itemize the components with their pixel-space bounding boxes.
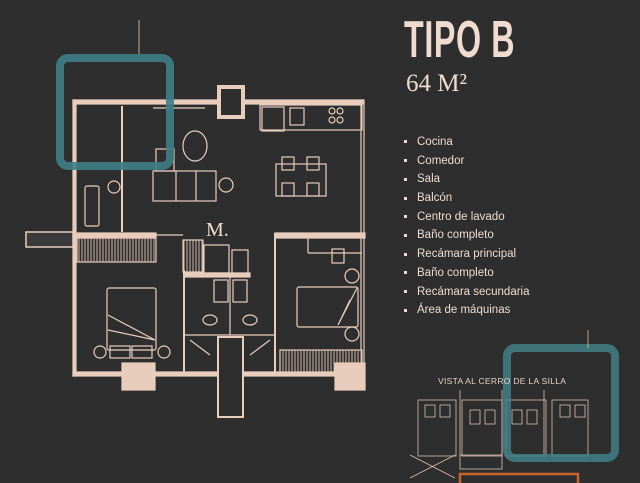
chair: [306, 182, 320, 197]
highlighted-block: [458, 472, 580, 483]
burner: [336, 107, 344, 115]
burner: [328, 116, 336, 124]
nightstand: [344, 326, 360, 342]
burner: [336, 116, 344, 124]
location-plan: [409, 390, 589, 483]
bullet-icon: [404, 215, 407, 219]
nightstand: [157, 345, 171, 359]
unit-area: 64 M²: [406, 70, 467, 97]
balcony-slab: [25, 231, 74, 248]
bed-secondary: [296, 286, 359, 328]
laundry-unit: [84, 185, 100, 227]
bed-sheet: [107, 314, 156, 341]
column: [217, 85, 245, 119]
unit-block: [505, 399, 547, 457]
column: [334, 362, 366, 391]
chair: [306, 156, 320, 171]
sink-right: [232, 279, 248, 303]
bullet-icon: [404, 140, 407, 144]
chair: [281, 182, 295, 197]
feature-item: Recámara secundaria: [404, 283, 530, 302]
round-table: [182, 130, 208, 162]
unit-type-title: TIPO B: [404, 11, 516, 69]
bullet-icon: [404, 196, 407, 200]
kitchen-counter: [259, 104, 363, 131]
closet-center: [182, 239, 204, 273]
feature-item: Baño completo: [404, 264, 530, 283]
feature-item: Área de máquinas: [404, 301, 530, 320]
nightstand: [93, 345, 107, 359]
sofa: [152, 170, 217, 202]
feature-item: Balcón: [404, 189, 530, 208]
feature-item: Sala: [404, 170, 530, 189]
bullet-icon: [404, 252, 407, 256]
armchair: [155, 148, 175, 172]
features-list: Cocina Comedor Sala Balcón Centro de lav…: [404, 133, 530, 320]
nightstand: [344, 268, 360, 284]
closet-left: [76, 237, 157, 263]
bullet-icon: [404, 308, 407, 312]
bath-wall-top: [183, 272, 251, 278]
highlight-frame-bottom: [503, 344, 619, 462]
toilet-right: [242, 314, 258, 326]
shower-left: [189, 339, 211, 356]
chair: [281, 156, 295, 171]
burner: [328, 107, 336, 115]
fridge: [261, 106, 285, 132]
sink: [289, 107, 305, 126]
washer: [203, 244, 230, 274]
wall-left-bedroom-top: [72, 232, 157, 239]
unit-block: [461, 399, 503, 457]
bullet-icon: [404, 271, 407, 275]
bullet-icon: [404, 233, 407, 237]
feature-item: Cocina: [404, 133, 530, 152]
dining-table: [275, 163, 327, 197]
unit-block: [417, 399, 457, 457]
bullet-icon: [404, 177, 407, 181]
side-table: [218, 177, 234, 193]
sink-left: [213, 279, 229, 303]
location-plan-label: VISTA AL CERRO DE LA SILLA: [438, 376, 567, 386]
dryer: [231, 249, 249, 275]
service-shaft: [217, 336, 244, 418]
desk-chair: [331, 248, 345, 264]
bullet-icon: [404, 289, 407, 293]
bullet-icon: [404, 159, 407, 163]
water-heater: [107, 180, 121, 194]
shower-right: [249, 339, 271, 356]
feature-item: Centro de lavado: [404, 208, 530, 227]
column: [121, 362, 156, 391]
wall-right-bedroom-top: [274, 232, 366, 239]
toilet-left: [202, 314, 218, 326]
feature-item: Baño completo: [404, 226, 530, 245]
feature-item: Comedor: [404, 152, 530, 171]
feature-item: Recámara principal: [404, 245, 530, 264]
logo-m-icon: M.: [206, 219, 229, 241]
highlight-frame-top: [56, 54, 174, 170]
